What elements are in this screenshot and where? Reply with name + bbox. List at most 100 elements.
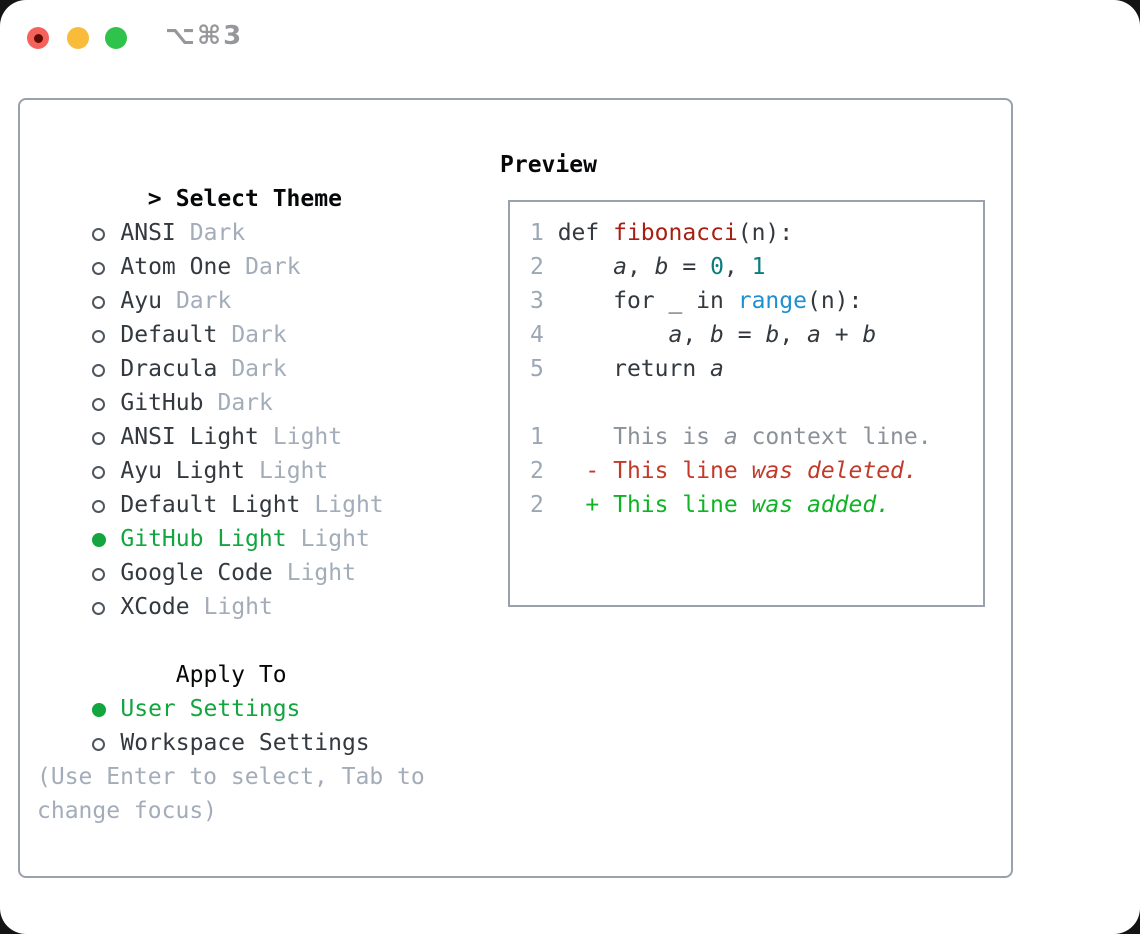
zoom-button[interactable] <box>105 27 127 49</box>
select-theme-header: >Select Theme <box>37 148 425 212</box>
code-token: 1 <box>530 220 558 246</box>
code-token: 1 <box>530 424 558 450</box>
preview-line: 4 a, b = b, a + b <box>530 318 983 352</box>
theme-option-ansi[interactable]: ANSI Dark <box>37 182 425 246</box>
theme-option-dracula[interactable]: Dracula Dark <box>37 318 425 382</box>
preview-line: 2 a, b = 0, 1 <box>530 250 983 284</box>
option-label: Workspace Settings <box>120 730 370 756</box>
code-token: a <box>613 254 627 280</box>
apply-option-workspace-settings[interactable]: Workspace Settings <box>37 692 425 756</box>
hint-text-line-1: (Use Enter to select, Tab to <box>37 764 425 790</box>
window-shortcut-label: ⌥⌘3 <box>165 21 244 51</box>
code-token: 2 <box>530 492 558 518</box>
option-label: User Settings <box>120 696 301 722</box>
code-token: = <box>723 322 766 348</box>
option-label: Default <box>120 322 218 348</box>
code-token: a <box>723 424 738 450</box>
code-token: context line. <box>737 424 932 450</box>
radio-icon <box>92 703 107 717</box>
close-button[interactable] <box>27 27 49 49</box>
minimize-button[interactable] <box>67 27 89 49</box>
hint-text-line-2: change focus) <box>37 798 218 824</box>
radio-slot <box>92 556 120 590</box>
radio-slot <box>92 726 120 760</box>
option-label: Ayu <box>120 288 162 314</box>
code-token: = <box>668 254 711 280</box>
code-token <box>558 254 613 280</box>
code-token: fibonacci <box>613 220 738 246</box>
prompt-caret: > <box>147 186 162 212</box>
option-variant: Light <box>272 424 343 450</box>
option-variant: Dark <box>175 288 232 314</box>
code-token: return <box>557 356 711 382</box>
code-token: 4 <box>530 322 558 348</box>
code-token: b <box>765 322 780 348</box>
preview-line: 2 - This line was deleted. <box>530 454 983 488</box>
code-token: This is <box>557 424 724 450</box>
option-variant: Dark <box>189 220 246 246</box>
code-token: - This line <box>557 458 752 484</box>
radio-slot <box>92 250 120 284</box>
radio-icon <box>92 738 106 751</box>
code-token: a <box>710 356 724 382</box>
option-label: Google Code <box>120 560 273 586</box>
radio-icon <box>92 398 106 411</box>
preview-line: 5 return a <box>530 352 983 386</box>
code-token: + <box>820 322 863 348</box>
radio-icon <box>92 432 106 445</box>
radio-slot <box>92 284 120 318</box>
option-label: GitHub <box>120 390 204 416</box>
code-token: b <box>862 322 877 348</box>
code-token: a <box>807 322 821 348</box>
radio-slot <box>92 522 120 556</box>
code-token: , <box>723 254 752 280</box>
code-token <box>558 322 669 348</box>
radio-icon <box>92 262 106 275</box>
option-label: ANSI <box>120 220 176 246</box>
code-token: b <box>654 254 669 280</box>
option-variant: Light <box>300 526 370 552</box>
option-label: Atom One <box>120 254 232 280</box>
code-token: 5 <box>530 356 558 382</box>
code-token: + This line <box>557 492 752 518</box>
code-token: range <box>737 288 807 314</box>
radio-icon <box>92 466 106 479</box>
option-variant: Light <box>314 492 384 518</box>
option-variant: Dark <box>245 254 301 280</box>
preview-line: 2 + This line was added. <box>530 488 983 522</box>
radio-icon <box>92 330 106 343</box>
radio-slot <box>92 386 120 420</box>
radio-icon <box>92 228 106 241</box>
preview-line: 1 def fibonacci(n): <box>530 216 983 250</box>
option-variant: Dark <box>231 356 287 382</box>
theme-option-github[interactable]: GitHub Dark <box>37 352 425 416</box>
theme-option-atom-one[interactable]: Atom One Dark <box>37 216 425 280</box>
option-variant: Dark <box>231 322 287 348</box>
window-titlebar: ⌥⌘3 <box>0 0 1140 76</box>
code-token: , <box>626 254 655 280</box>
code-token: for _ in <box>557 288 738 314</box>
theme-option-google-code[interactable]: Google Code Light <box>37 522 425 586</box>
radio-icon <box>92 500 106 513</box>
option-label: Dracula <box>120 356 218 382</box>
code-token: was added. <box>751 492 891 518</box>
option-variant: Light <box>286 560 356 586</box>
theme-option-default[interactable]: Default Dark <box>37 284 425 348</box>
code-token: was deleted. <box>751 458 918 484</box>
radio-slot <box>92 692 120 726</box>
code-token: 0 <box>710 254 724 280</box>
radio-icon <box>92 602 106 615</box>
apply-option-user-settings[interactable]: User Settings <box>37 658 425 722</box>
code-token: (n): <box>737 220 794 246</box>
theme-option-ayu[interactable]: Ayu Dark <box>37 250 425 314</box>
